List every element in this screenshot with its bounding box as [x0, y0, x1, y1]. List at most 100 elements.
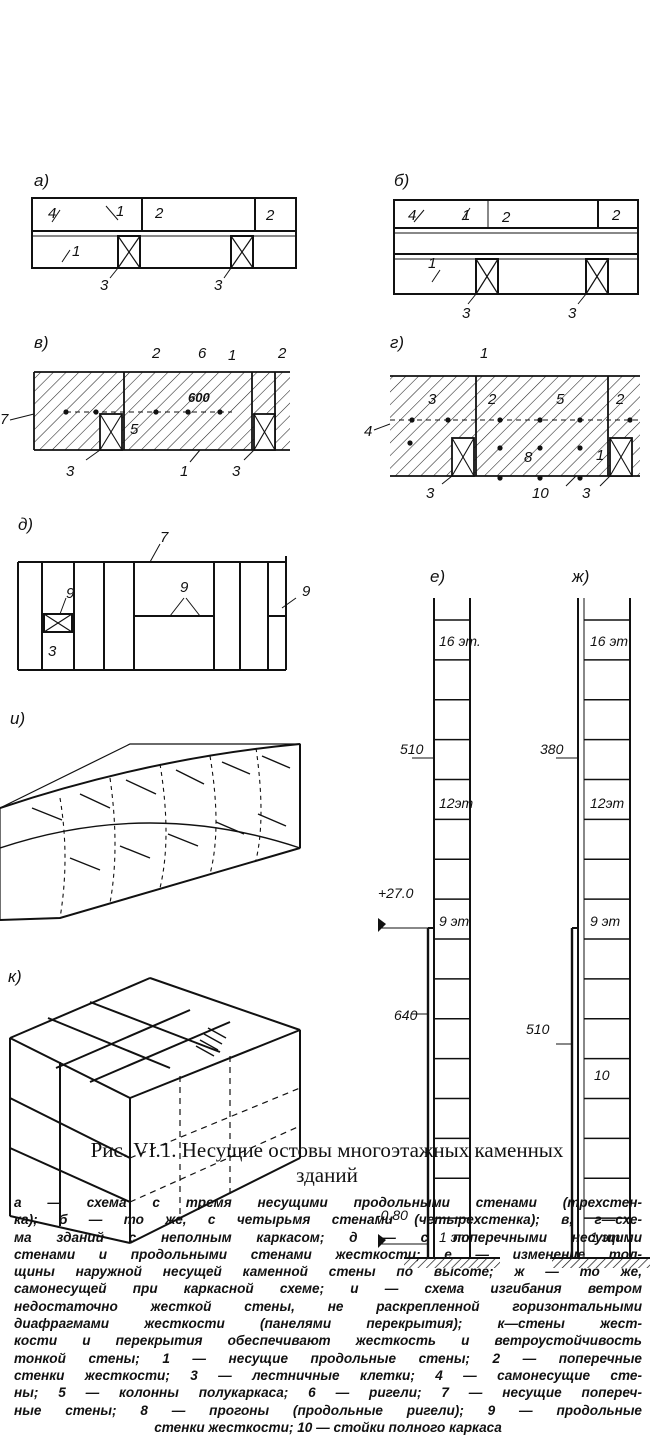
- floor-label: 9 эт: [590, 913, 621, 929]
- floor-label: 1 эт: [439, 1229, 470, 1245]
- callout-label: 5: [556, 391, 565, 408]
- callout-label: 4: [408, 207, 416, 224]
- panel-v-letter: в): [34, 333, 49, 352]
- callout-label: 7: [160, 529, 169, 546]
- legend-line: стенки жесткости; 10 — стойки полного ка…: [154, 1419, 502, 1435]
- panel-k: [9, 977, 301, 1244]
- callout-label: 7: [0, 411, 9, 428]
- callout-label: 1: [428, 255, 436, 272]
- legend-line: кости и перекрытия обеспечивают жесткост…: [14, 1333, 642, 1349]
- legend-line: стенами и продольными стенами жесткости;…: [14, 1246, 642, 1262]
- callout-label: 2: [277, 345, 287, 362]
- legend-line: ка); б — то же, с четырьмя стенами (четы…: [14, 1212, 642, 1228]
- elevation-mark: -0.80: [376, 1207, 408, 1223]
- panel-v-labels: 2 6 1 2 7 5 3 1 3: [0, 345, 287, 480]
- callout-label: 3: [232, 463, 241, 480]
- caption-title-line: Рис. VI.1. Несущие остовы многоэтажных к…: [90, 1138, 564, 1162]
- callout-label: 1: [180, 463, 188, 480]
- callout-label: 2: [154, 205, 164, 222]
- callout-label: 10: [532, 485, 549, 502]
- callout-label: 1: [480, 345, 488, 362]
- panel-b-letter: б): [394, 171, 409, 190]
- legend-line: самонесущей при каркасной схеме; и — схе…: [14, 1281, 642, 1297]
- legend-line: диафрагмами жесткости (панелями перекрыт…: [14, 1316, 642, 1332]
- panel-i: [0, 743, 301, 921]
- panel-d: [17, 543, 297, 671]
- panel-zh-letter: ж): [571, 567, 589, 586]
- floor-label: 12эт: [590, 795, 624, 811]
- legend-line: а — схема с тремя несущими продольными с…: [14, 1195, 642, 1210]
- callout-label: 9: [66, 585, 75, 602]
- callout-label: 2: [501, 209, 511, 226]
- wall-thickness-label: 510: [400, 741, 424, 757]
- floor-label: 1 эт: [590, 1229, 621, 1245]
- panel-zh-floor-labels: 16 эт 12эт 9 эт 10 1 эт: [590, 633, 628, 1245]
- callout-label: 1: [596, 447, 604, 464]
- callout-label: 8: [524, 449, 533, 466]
- panel-g-labels: 1 3 2 5 2 4 8 1 3 10 3: [364, 345, 625, 502]
- callout-label: 3: [214, 277, 223, 294]
- wall-thickness-label: 510: [526, 1021, 550, 1037]
- callout-label: 6: [198, 345, 207, 362]
- callout-label: 9: [302, 583, 311, 600]
- callout-label: 1: [116, 203, 124, 220]
- callout-label: 1: [462, 207, 470, 224]
- panel-e-dims: 510 640 +27.0 -0.80: [376, 741, 424, 1223]
- callout-label: 2: [615, 391, 625, 408]
- callout-label: 2: [611, 207, 621, 224]
- panel-v: [9, 371, 290, 463]
- callout-label: 1: [72, 243, 80, 260]
- panel-a-letter: а): [34, 171, 49, 190]
- callout-label: 3: [66, 463, 75, 480]
- legend-line: ны; 5 — колонны полукаркаса; 6 — ригели;…: [14, 1385, 642, 1401]
- panel-zh-dims: 380 510: [526, 741, 564, 1037]
- callout-label: 3: [48, 643, 57, 660]
- panel-a: [31, 197, 297, 279]
- legend-line: ные стены; 8 — прогоны (продольные ригел…: [14, 1402, 642, 1418]
- panel-zh: [552, 598, 650, 1268]
- callout-label: 3: [582, 485, 591, 502]
- callout-label: 2: [151, 345, 161, 362]
- legend-line: ма зданий с неполным каркасом; д — с поп…: [14, 1229, 642, 1245]
- legend-line: тонкой стены; 1 — несущие продольные сте…: [14, 1350, 642, 1366]
- legend-line: стенки жесткости; 3 — лестничные клетки;…: [14, 1367, 642, 1383]
- callout-label: 5: [130, 421, 139, 438]
- panel-g: [373, 375, 640, 487]
- callout-label: 3: [568, 305, 577, 322]
- callout-label: 2: [487, 391, 497, 408]
- callout-label: 4: [48, 205, 56, 222]
- callout-label: 3: [426, 485, 435, 502]
- panel-i-letter: и): [10, 709, 25, 728]
- panel-e-floor-labels: 16 эт. 12эт 9 эт 1 эт: [439, 633, 481, 1245]
- floor-label: 12эт: [439, 795, 473, 811]
- callout-label: 1: [228, 347, 236, 364]
- figure-caption-title: Рис. VI.1. Несущие остовы многоэтажных к…: [0, 1138, 654, 1188]
- panel-v-inner-text: 600: [188, 390, 210, 405]
- panel-g-letter: г): [390, 333, 404, 352]
- floor-label: 9 эт: [439, 913, 470, 929]
- floor-label: 16 эт: [590, 633, 628, 649]
- panel-k-letter: к): [8, 967, 22, 986]
- floor-label: 10: [594, 1067, 610, 1083]
- elevation-mark: +27.0: [378, 885, 414, 901]
- caption-title-line: зданий: [296, 1163, 358, 1187]
- figure-legend: а — схема с тремя несущими продольными с…: [14, 1194, 642, 1436]
- callout-label: 2: [265, 207, 275, 224]
- floor-label: 16 эт.: [439, 633, 481, 649]
- callout-label: 9: [180, 579, 189, 596]
- wall-thickness-label: 380: [540, 741, 564, 757]
- panel-d-labels: 7 9 9 9 3: [48, 529, 311, 660]
- panel-b: [393, 199, 639, 305]
- panel-d-letter: д): [18, 515, 33, 534]
- legend-line: недостаточно жесткой стены, не раскрепле…: [14, 1298, 642, 1314]
- wall-thickness-label: 640: [394, 1007, 418, 1023]
- legend-line: щины наружной несущей каменной стены по …: [14, 1264, 642, 1280]
- panel-e: [378, 598, 500, 1268]
- panel-a-labels: 4 1 2 2 1 3 3: [48, 203, 275, 294]
- panel-e-letter: е): [430, 567, 445, 586]
- callout-label: 4: [364, 423, 372, 440]
- callout-label: 3: [428, 391, 437, 408]
- callout-label: 3: [462, 305, 471, 322]
- callout-label: 3: [100, 277, 109, 294]
